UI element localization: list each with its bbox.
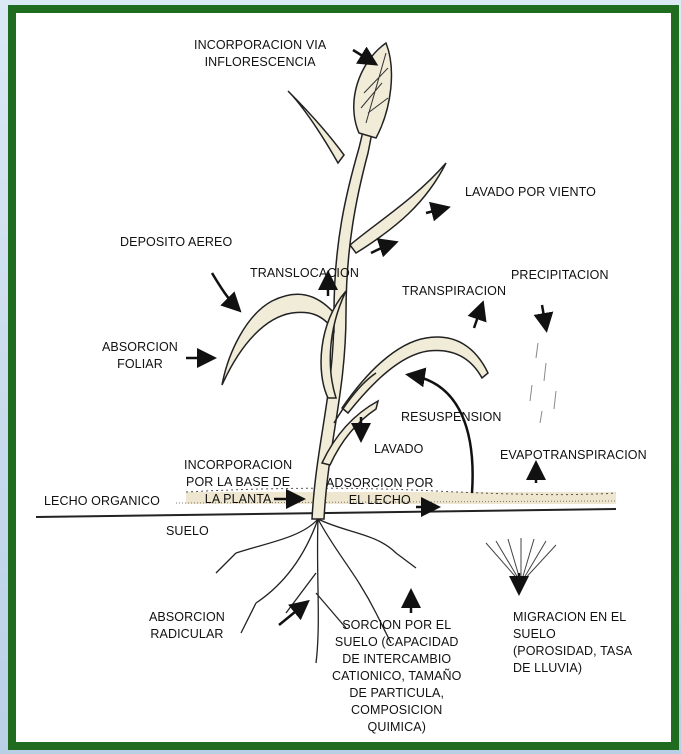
label-migracion-suelo: MIGRACION EN EL SUELO (POROSIDAD, TASA D…	[513, 609, 632, 677]
label-lavado-por-viento: LAVADO POR VIENTO	[465, 184, 596, 201]
label-absorcion-foliar: ABSORCION FOLIAR	[102, 339, 178, 373]
label-suelo: SUELO	[166, 523, 209, 540]
label-adsorcion-lecho: ADSORCION POR EL LECHO	[326, 475, 434, 509]
inflorescence	[354, 43, 392, 138]
label-deposito-aereo: DEPOSITO AEREO	[120, 234, 232, 251]
soil-migration-rays	[486, 538, 556, 583]
label-incorporacion-via-inflorescencia: INCORPORACION VIA INFLORESCENCIA	[194, 37, 326, 71]
label-lavado: LAVADO	[374, 441, 423, 458]
label-absorcion-radicular: ABSORCION RADICULAR	[149, 609, 225, 643]
label-precipitacion: PRECIPITACION	[511, 267, 609, 284]
label-evapotranspiracion: EVAPOTRANSPIRACION	[500, 447, 647, 464]
label-incorporacion-base-planta: INCORPORACION POR LA BASE DE LA PLANTA	[184, 457, 292, 508]
label-lecho-organico: LECHO ORGANICO	[44, 493, 160, 510]
diagram-frame: INCORPORACION VIA INFLORESCENCIA LAVADO …	[8, 5, 679, 750]
label-sorcion-suelo: SORCION POR EL SUELO (CAPACIDAD DE INTER…	[332, 617, 461, 736]
precipitation-drops	[530, 343, 556, 423]
label-transpiracion: TRANSPIRACION	[402, 283, 506, 300]
label-resuspension: RESUSPENSION	[401, 409, 502, 426]
label-translocacion: TRANSLOCACION	[250, 265, 359, 282]
